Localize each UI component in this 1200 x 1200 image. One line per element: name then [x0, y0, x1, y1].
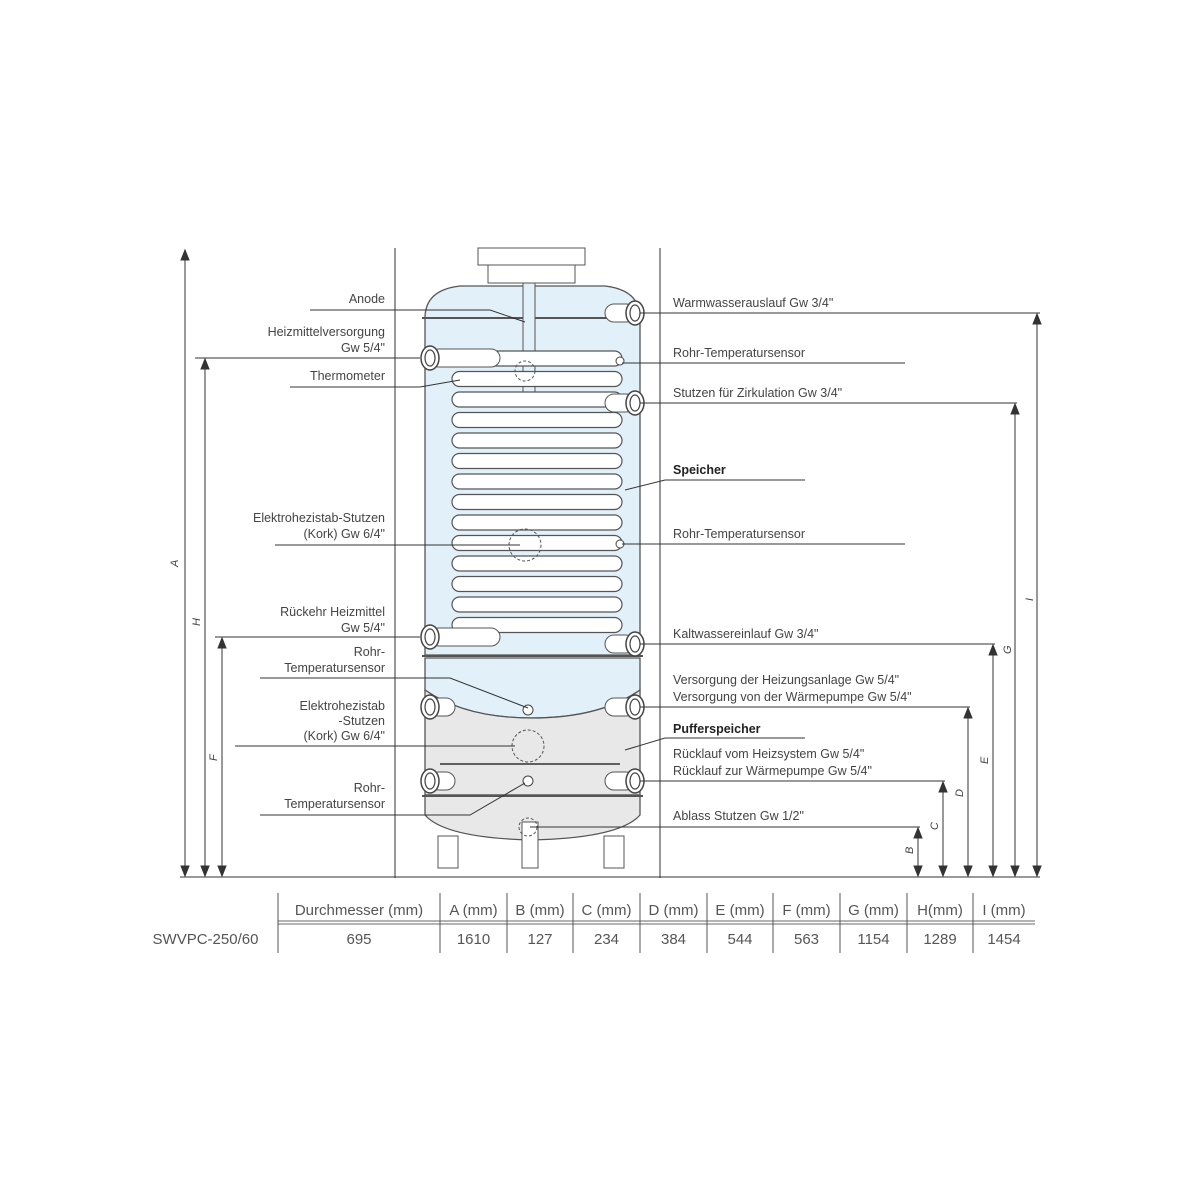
dim-B: B — [904, 847, 916, 854]
coil-loop — [451, 555, 623, 572]
label-rueckehr: Rückehr Heizmittel — [280, 605, 385, 619]
coil-loop — [451, 473, 623, 490]
table-header: E (mm) — [715, 902, 764, 919]
label-elektro-bot-2: -Stutzen — [338, 714, 385, 728]
dimension-lines — [180, 248, 1042, 878]
table-header: B (mm) — [515, 902, 564, 919]
coil-loop — [451, 432, 623, 449]
label-kaltwasser: Kaltwassereinlauf Gw 3/4" — [673, 627, 818, 641]
table-cell: 127 — [527, 931, 552, 948]
label-heizmittelversorgung-size: Gw 5/4" — [341, 341, 385, 355]
label-elektro-top-size: (Kork) Gw 6/4" — [303, 527, 385, 541]
label-versorgung-2: Versorgung von der Wärmepumpe Gw 5/4" — [673, 690, 912, 704]
coil-loop — [451, 391, 623, 408]
table-header: I (mm) — [982, 902, 1025, 919]
pipe-nozzle — [420, 694, 440, 720]
label-warmwasser: Warmwasserauslauf Gw 3/4" — [673, 296, 833, 310]
coil-loop — [451, 370, 623, 388]
table-header: A (mm) — [449, 902, 497, 919]
table-header: G (mm) — [848, 902, 899, 919]
dim-I: I — [1024, 598, 1036, 601]
table-header: D (mm) — [649, 902, 699, 919]
casing-frame — [394, 247, 661, 878]
tank — [420, 282, 645, 869]
dim-F: F — [208, 753, 220, 761]
label-sensor-b: Rohr- — [354, 781, 385, 795]
dimensions-table: Durchmesser (mm) A (mm) B (mm) C (mm) D (mm)… — [153, 893, 1035, 953]
label-elektro-bot-size: (Kork) Gw 6/4" — [303, 729, 385, 743]
label-sensor-a-2: Temperatursensor — [284, 661, 385, 675]
label-zirkulation: Stutzen für Zirkulation Gw 3/4" — [673, 386, 842, 400]
coil-loop — [451, 575, 623, 593]
coil-loop — [451, 411, 623, 429]
table-cell: 384 — [661, 931, 686, 948]
right-labels: Warmwasserauslauf Gw 3/4" Rohr-Temperatu… — [673, 296, 912, 823]
label-anode: Anode — [349, 292, 385, 306]
dimension-letters: A H F I G E D C B — [169, 560, 1036, 854]
pipe-stub — [429, 627, 501, 647]
table-cell: 563 — [794, 931, 819, 948]
pipe-nozzle — [420, 345, 440, 371]
dim-H: H — [191, 618, 203, 626]
pipe-nozzle — [420, 768, 440, 794]
table-cell: 1454 — [987, 931, 1020, 948]
label-sensor-a: Rohr- — [354, 645, 385, 659]
leader-lines — [180, 309, 1040, 878]
table-cell: 234 — [594, 931, 619, 948]
coil-loop — [451, 514, 623, 531]
table-cell: 1289 — [923, 931, 956, 948]
table-cell: 695 — [346, 931, 371, 948]
left-labels: Anode Heizmittelversorgung Gw 5/4" Therm… — [253, 292, 385, 811]
dim-C: C — [929, 822, 941, 830]
coil-loop — [451, 452, 623, 470]
coil-loop — [451, 534, 623, 552]
coil-loop — [451, 596, 623, 613]
table-cell: 1610 — [457, 931, 490, 948]
table-header: H(mm) — [917, 902, 963, 919]
label-ruecklauf-1: Rücklauf vom Heizsystem Gw 5/4" — [673, 747, 864, 761]
label-ablass: Ablass Stutzen Gw 1/2" — [673, 809, 804, 823]
pufferspeicher-tank — [424, 688, 641, 796]
label-speicher: Speicher — [673, 463, 726, 477]
dim-A: A — [169, 560, 181, 568]
table-header: C (mm) — [582, 902, 632, 919]
pipe-nozzle — [420, 624, 440, 650]
table-header: Durchmesser (mm) — [295, 902, 423, 919]
table-cell: 544 — [727, 931, 752, 948]
table-header: F (mm) — [782, 902, 830, 919]
coil-loop — [451, 493, 623, 511]
label-thermometer: Thermometer — [310, 369, 385, 383]
label-elektro-top: Elektrohezistab-Stutzen — [253, 511, 385, 525]
dim-D: D — [954, 789, 966, 797]
label-versorgung-1: Versorgung der Heizungsanlage Gw 5/4" — [673, 673, 899, 687]
label-rueckehr-size: Gw 5/4" — [341, 621, 385, 635]
dim-E: E — [979, 756, 991, 764]
label-heizmittelversorgung: Heizmittelversorgung — [268, 325, 385, 339]
table-row-model: SWVPC-250/60 — [153, 931, 259, 948]
table-cell: 1154 — [857, 931, 889, 948]
label-sensor-b-2: Temperatursensor — [284, 797, 385, 811]
label-elektro-bot: Elektrohezistab — [300, 699, 386, 713]
heat-exchanger-coil — [451, 350, 623, 634]
pipe-stub — [429, 348, 501, 368]
label-sensor-mid: Rohr-Temperatursensor — [673, 527, 805, 541]
label-sensor-top: Rohr-Temperatursensor — [673, 346, 805, 360]
label-pufferspeicher: Pufferspeicher — [673, 722, 761, 736]
label-ruecklauf-2: Rücklauf zur Wärmepumpe Gw 5/4" — [673, 764, 872, 778]
dim-G: G — [1002, 645, 1014, 654]
